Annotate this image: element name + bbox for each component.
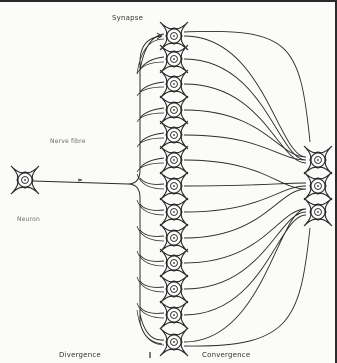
- neuron-cell-icon: [160, 275, 188, 303]
- nerve-fibre-label: Nerve fibre: [50, 138, 86, 145]
- neuron-cell-icon: [11, 166, 39, 194]
- neuron-cell-icon: [160, 301, 188, 329]
- divergence-label: Divergence: [59, 351, 101, 359]
- neuron-cell-icon: [160, 172, 188, 200]
- convergence-label: Convergence: [202, 351, 250, 359]
- neuron-label: Neuron: [17, 216, 40, 223]
- neuron-cell-icon: [160, 96, 188, 124]
- convergence-axon: [184, 36, 306, 157]
- neuron-cell-icon: [304, 172, 332, 200]
- neuron-cell-icon: [160, 224, 188, 252]
- divergence-branch: [137, 174, 164, 189]
- divergence-branch: [137, 226, 164, 241]
- divergence-branch: [137, 200, 164, 215]
- neuron-cell-icon: [160, 328, 188, 356]
- convergence-axon: [184, 186, 306, 212]
- neuron-cell-icon: [304, 146, 332, 174]
- convergence-axon: [184, 110, 306, 157]
- divergence-branch: [137, 113, 164, 122]
- neuron-cell-icon: [160, 146, 188, 174]
- divergence-branch: [137, 138, 164, 147]
- neuron-cell-icon: [160, 198, 188, 226]
- nerve-fibre: [33, 181, 128, 184]
- divergence-branch: [137, 303, 164, 318]
- convergence-axon: [184, 84, 306, 163]
- neuron-cell-icon: [160, 45, 188, 73]
- convergence-axon: [184, 215, 306, 315]
- convergence-axon: [184, 189, 306, 238]
- convergence-axon: [184, 160, 306, 189]
- neuron-cell-icon: [304, 198, 332, 226]
- convergence-axon: [184, 135, 306, 160]
- divergence-branch: [137, 277, 164, 292]
- divergence-branch: [137, 251, 164, 266]
- synapse-label: Synapse: [112, 14, 143, 22]
- neuron-cell-icon: [160, 249, 188, 277]
- nerve-fibre-arrow: [78, 179, 82, 181]
- divergence-branch: [137, 87, 164, 96]
- divergence-branch: [137, 163, 164, 172]
- divergence-trunk-down: [128, 184, 140, 322]
- neuron-cell-icon: [160, 70, 188, 98]
- divergence-trunk-up: [128, 62, 140, 184]
- convergence-axon: [184, 209, 306, 263]
- convergence-axon: [184, 212, 306, 289]
- neuron-cell-icon: [160, 22, 188, 50]
- convergence-axon: [184, 59, 306, 160]
- neuron-cell-icon: [160, 121, 188, 149]
